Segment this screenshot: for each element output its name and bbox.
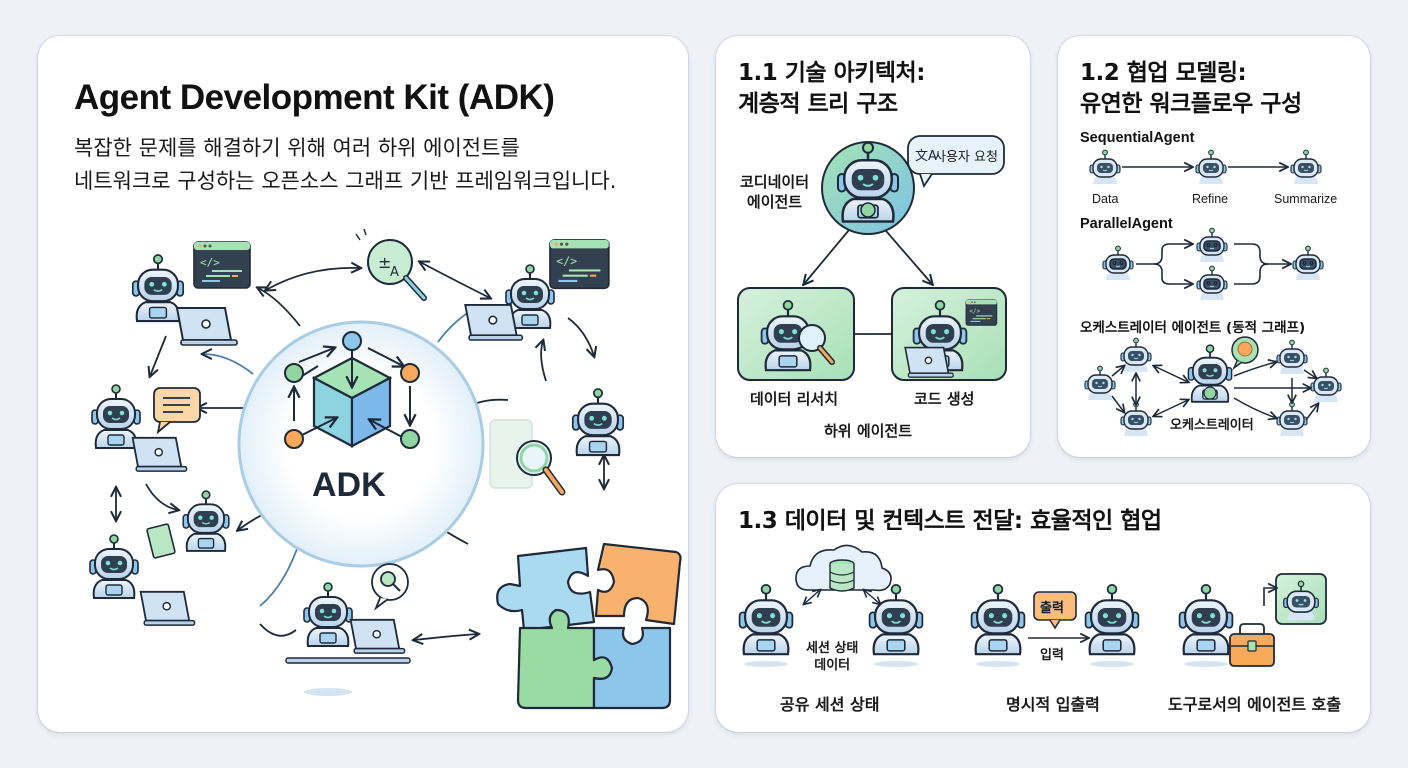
shared-session-illustration [738,544,924,667]
adk-hub-label: ADK [312,466,386,504]
workflow-illustration [1084,149,1342,437]
data-passing-illustration [738,544,1327,667]
collaboration-title-line-2: 유연한 워크플로우 구성 [1080,91,1302,117]
coordinator-label-line-1: 코디네이터 [740,173,810,191]
brain-icon [1237,341,1253,357]
hierarchy-tree-illustration: 文A [737,135,1007,381]
collaboration-card: 1.2 협업 모델링: 유연한 워크플로우 구성 SequentialAgent… [1058,36,1370,457]
data-context-card: 1.3 데이터 및 컨텍스트 전달: 효율적인 협업 [716,484,1370,732]
collaboration-title: 1.2 협업 모델링: 유연한 워크플로우 구성 [1080,58,1302,120]
user-request-label: 사용자 요청 [934,150,998,165]
sequential-step-data: Data [1092,192,1119,206]
parallel-flow [1102,227,1324,301]
coordinator-label: 코디네이터 에이전트 [740,172,809,212]
robot-bottom-center-icon [285,563,411,696]
translate-search-icon: ± A [355,228,427,301]
database-icon [829,559,855,592]
architecture-title-line-2: 계층적 트리 구조 [738,91,898,117]
adk-network-illustration: ± A [89,228,682,710]
user-request-bubble: 文A [907,135,1005,189]
shared-session-caption: 공유 세션 상태 [780,695,880,714]
sequential-flow [1089,149,1322,185]
orchestrator-agent-label: 오케스트레이터 에이전트 (동적 그래프) [1080,320,1306,336]
robot-coder-top-right-icon [464,239,610,341]
output-label: 출력 [1040,601,1064,616]
main-description-line-1: 복잡한 문제를 해결하기 위해 여러 하위 에이전트를 [74,136,520,160]
session-state-inner-label-line-2: 데이터 [814,658,851,673]
robot-chat-left-icon [91,384,201,473]
coordinator-agent [821,141,915,235]
adk-overview-card: Agent Development Kit (ADK) 복잡한 문제를 해결하기… [38,36,688,732]
main-title: Agent Development Kit (ADK) [74,78,555,117]
architecture-card: 1.1 기술 아키텍처: 계층적 트리 구조 文A [716,36,1030,457]
data-research-agent [737,287,855,381]
toolbox-icon [1229,623,1275,667]
sequential-agent-label: SequentialAgent [1080,130,1195,146]
explicit-io-caption: 명시적 입출력 [1006,695,1100,714]
sequential-step-refine: Refine [1192,192,1229,206]
data-context-title: 1.3 데이터 및 컨텍스트 전달: 효율적인 협업 [738,508,1162,534]
code-generation-label: 코드 생성 [914,390,975,408]
main-description: 복잡한 문제를 해결하기 위해 여러 하위 에이전트를 네트워크로 구성하는 오… [74,132,616,198]
network-arrows [116,262,604,640]
session-state-inner-label: 세션 상태 데이터 [806,640,858,674]
parallel-agent-label: ParallelAgent [1080,216,1173,232]
sub-agents-caption: 하위 에이전트 [824,422,913,440]
code-generation-agent [891,287,1007,381]
coordinator-label-line-2: 에이전트 [746,193,803,211]
input-label: 입력 [1040,648,1064,663]
svg-text:A: A [390,265,399,280]
adk-hub [237,320,485,568]
orchestrator-flow [1084,336,1342,437]
svg-text:±: ± [378,253,391,272]
robot-bottom-left-icon [89,534,196,626]
explicit-io-illustration [970,583,1140,667]
translate-icon: 文A [915,149,937,164]
collaboration-title-line-1: 1.2 협업 모델링: [1080,60,1247,86]
orchestrator-center-label: 오케스트레이터 [1170,418,1254,433]
architecture-title-line-1: 1.1 기술 아키텍처: [738,60,925,86]
agent-as-tool-illustration [1178,573,1327,667]
robot-doc-center-left-icon [146,490,230,559]
robot-coder-top-left-icon [131,241,251,346]
architecture-title: 1.1 기술 아키텍처: 계층적 트리 구조 [738,58,925,120]
sequential-step-summarize: Summarize [1274,192,1338,206]
session-state-inner-label-line-1: 세션 상태 [806,641,859,656]
data-research-label: 데이터 리서치 [750,390,839,408]
agent-as-tool-caption: 도구로서의 에이전트 호출 [1168,695,1342,714]
robot-magnifier-right-icon [489,387,625,496]
main-description-line-2: 네트워크로 구성하는 오픈소스 그래프 기반 프레임워크입니다. [74,169,617,193]
puzzle-icon [496,542,682,710]
